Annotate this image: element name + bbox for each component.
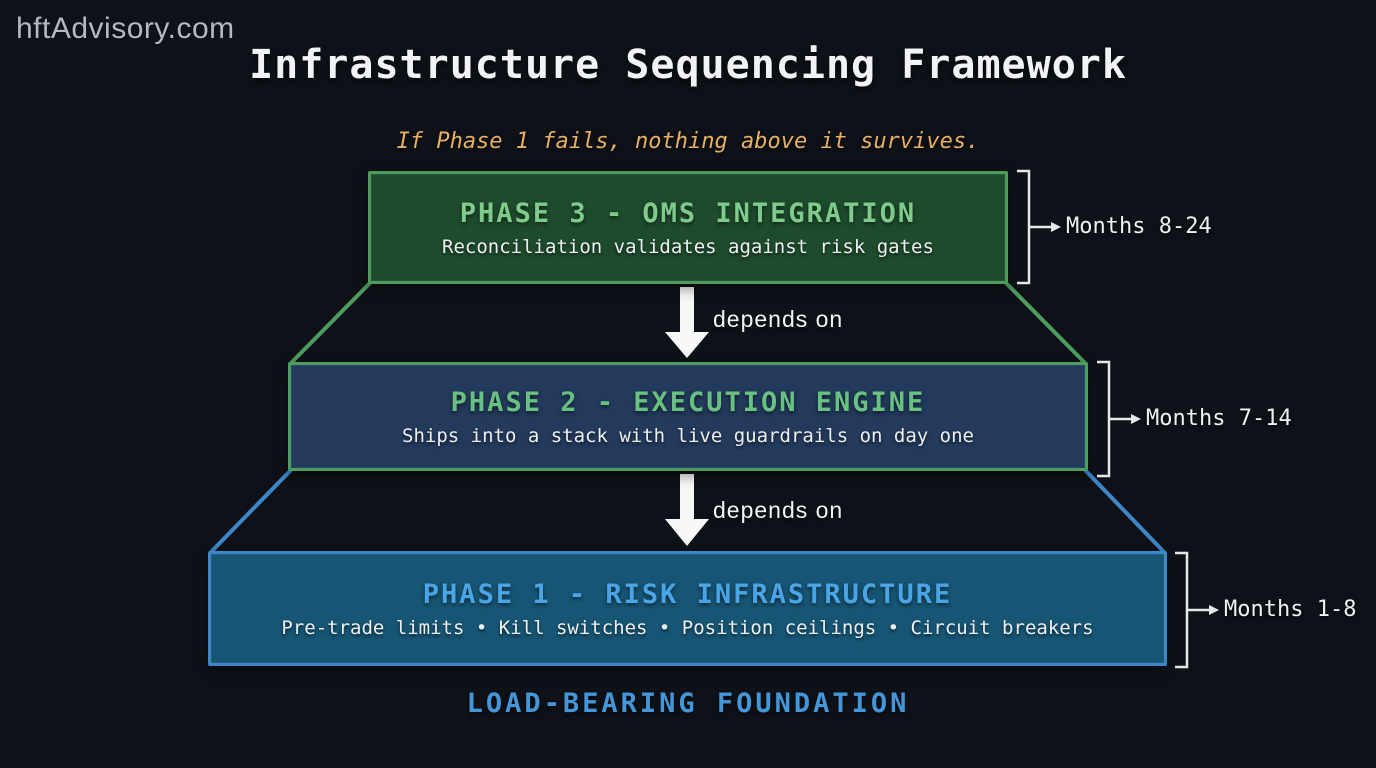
depends-arrow-upper-icon — [665, 287, 709, 358]
phase-1-box: PHASE 1 - RISK INFRASTRUCTURE Pre-trade … — [208, 551, 1167, 666]
phase-2-title: PHASE 2 - EXECUTION ENGINE — [450, 386, 926, 418]
phase-3-bracket — [1017, 169, 1031, 285]
depends-arrow-lower-icon — [665, 474, 709, 546]
watermark: hftAdvisory.com — [16, 12, 235, 45]
phase-2-box: PHASE 2 - EXECUTION ENGINE Ships into a … — [288, 362, 1088, 471]
phase-2-subtitle: Ships into a stack with live guardrails … — [402, 424, 974, 447]
depends-on-label-lower: depends on — [713, 497, 844, 523]
phase-1-title: PHASE 1 - RISK INFRASTRUCTURE — [422, 578, 953, 610]
phase-1-bracket — [1175, 551, 1189, 669]
phase-1-pointer-arrow-icon — [1209, 605, 1219, 615]
phase-3-months-label: Months 8-24 — [1066, 214, 1212, 239]
phase-2-pointer-arrow-icon — [1131, 414, 1141, 424]
phase-2-months-label: Months 7-14 — [1146, 406, 1292, 431]
slope-left-lower — [209, 468, 293, 554]
phase-1-months-label: Months 1-8 — [1224, 597, 1357, 622]
phase-2-bracket — [1097, 360, 1111, 478]
phase-3-box: PHASE 3 - OMS INTEGRATION Reconciliation… — [368, 171, 1008, 284]
phase-1-subtitle: Pre-trade limits • Kill switches • Posit… — [281, 616, 1094, 639]
slope-left-upper — [289, 281, 372, 365]
slope-right-upper — [1004, 281, 1087, 365]
phase-3-pointer-arrow-icon — [1051, 222, 1061, 232]
page-title: Infrastructure Sequencing Framework — [249, 42, 1127, 88]
phase-3-subtitle: Reconciliation validates against risk ga… — [442, 235, 934, 258]
depends-on-label-upper: depends on — [713, 306, 844, 332]
foundation-caption: LOAD-BEARING FOUNDATION — [466, 688, 910, 719]
phase-3-title: PHASE 3 - OMS INTEGRATION — [459, 197, 917, 229]
slope-right-lower — [1083, 468, 1166, 554]
tagline: If Phase 1 fails, nothing above it survi… — [396, 129, 980, 154]
